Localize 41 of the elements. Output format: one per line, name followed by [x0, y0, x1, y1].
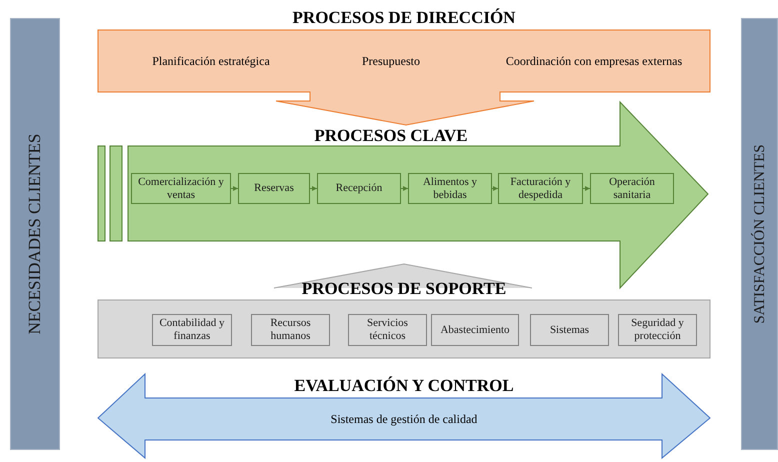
arrow [230, 186, 238, 191]
process-label: Presupuesto [361, 54, 421, 68]
process-box [348, 314, 427, 346]
process-label: Sistemas de gestión de calidad [330, 412, 478, 426]
process-label: Planificación estratégica [151, 54, 271, 68]
process-label: Sistemas [550, 324, 590, 336]
process-label: Recepción [336, 182, 382, 195]
process-box [618, 314, 697, 346]
band-label: SATISFACCIÓN CLIENTES [752, 143, 768, 326]
process-label: Recursos humanos [269, 317, 312, 343]
process-box [498, 173, 583, 204]
process-box [152, 314, 232, 346]
process-label: Coordinación con empresas externas [504, 54, 684, 68]
process-label: Reservas [254, 182, 294, 195]
process-label: Operación sanitaria [608, 176, 656, 202]
process-box [431, 314, 519, 346]
process-box [590, 173, 674, 204]
process-box [238, 173, 310, 204]
band-label: NECESIDADES CLIENTES [26, 132, 44, 336]
arrow [400, 186, 408, 191]
process-label: Comercialización y ventas [137, 176, 225, 202]
process-label: Facturación y despedida [509, 176, 572, 202]
process-label: Abastecimiento [440, 324, 510, 336]
process-label: Alimentos y bebidas [422, 176, 478, 202]
arrow [310, 186, 318, 191]
process-box [317, 173, 401, 204]
process-box [408, 173, 492, 204]
side-band [741, 18, 778, 450]
section-title: PROCESOS DE SOPORTE [300, 279, 508, 299]
section-title: EVALUACIÓN Y CONTROL [293, 376, 515, 396]
side-band [10, 18, 60, 450]
process-box [251, 314, 330, 346]
process-label: Servicios técnicos [366, 317, 409, 343]
arrow [582, 186, 590, 191]
process-box [131, 173, 231, 204]
process-label: Seguridad y protección [630, 317, 685, 343]
arrow [492, 186, 498, 191]
section-title: PROCESOS DE DIRECCIÓN [292, 8, 516, 28]
process-box [530, 314, 609, 346]
process-label: Contabilidad y finanzas [158, 317, 226, 343]
section-title: PROCESOS CLAVE [313, 126, 469, 146]
